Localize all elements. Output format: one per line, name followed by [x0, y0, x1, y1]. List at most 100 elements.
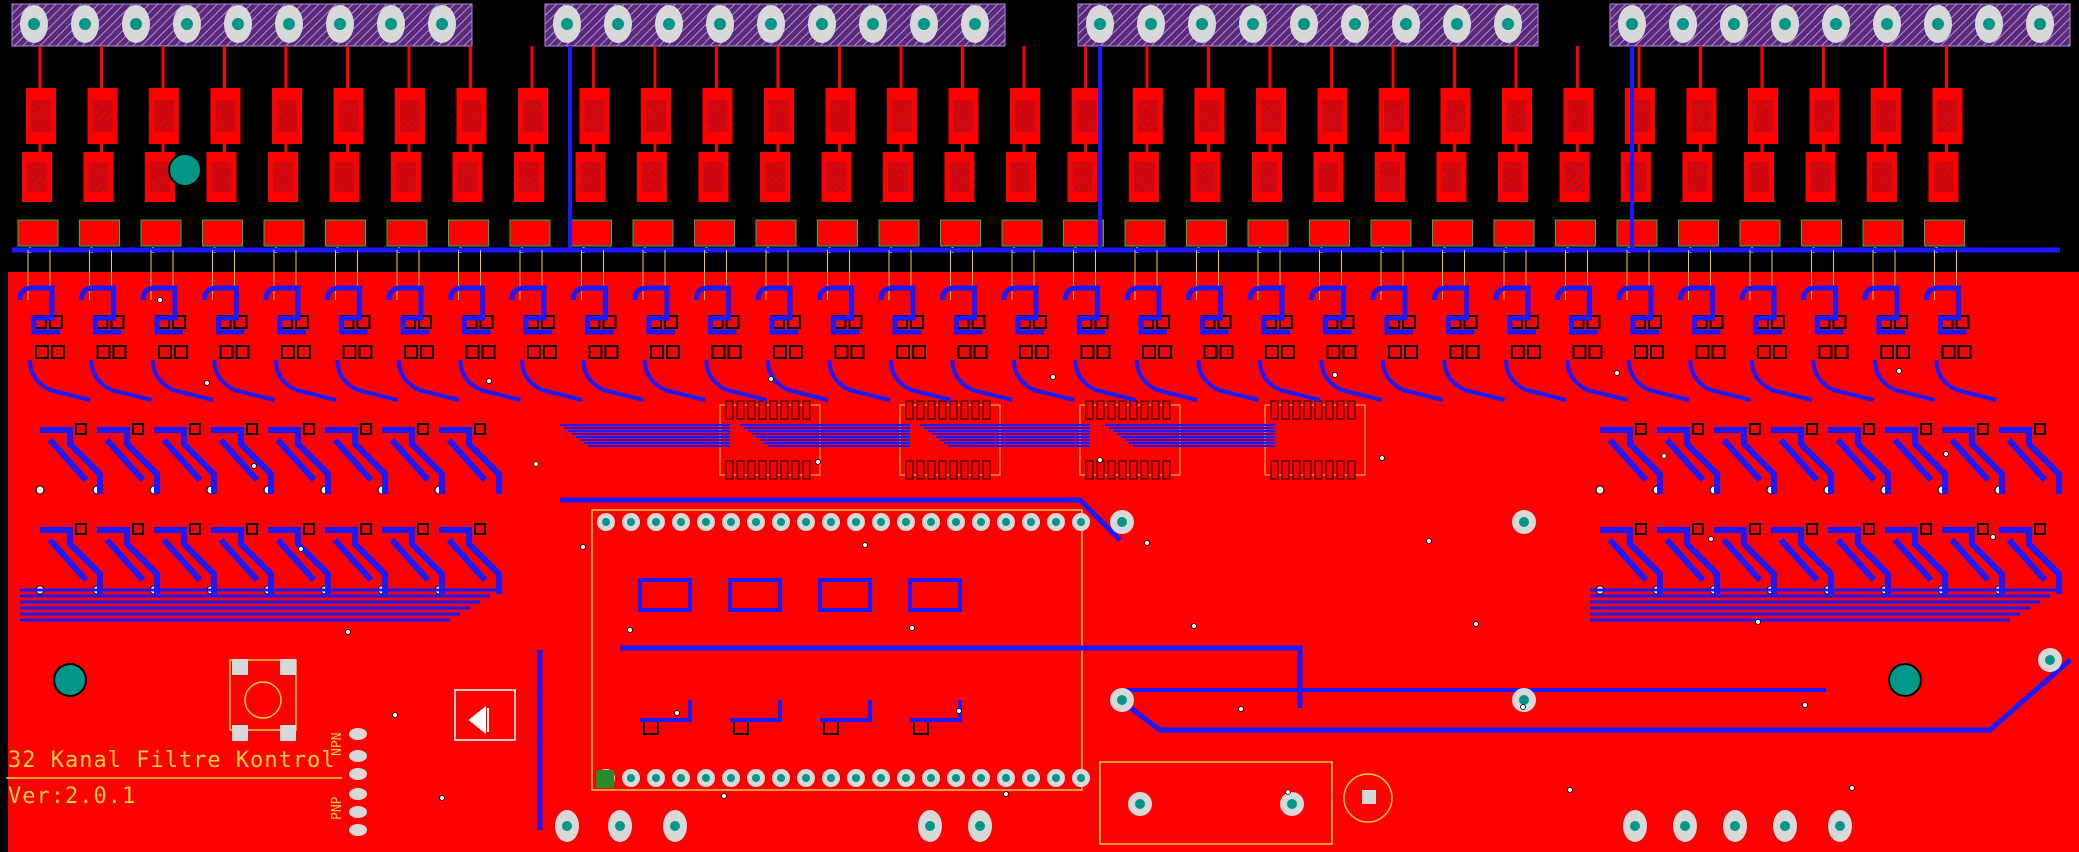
trace-bottom — [389, 537, 431, 583]
ic-pin — [938, 460, 947, 480]
smd-resistor-body — [646, 100, 666, 132]
ic-pin — [1292, 460, 1301, 480]
mcu-drill — [702, 518, 710, 526]
smd-resistor-body — [1441, 162, 1462, 192]
trace-bottom — [97, 527, 160, 594]
smd-resistor-body — [1503, 162, 1523, 192]
smd-pad-group — [1186, 219, 1227, 247]
mcu-drill — [652, 774, 660, 782]
small-via — [1238, 706, 1244, 712]
trace-bottom — [1828, 527, 1891, 594]
trace-bottom — [218, 437, 260, 483]
tht-drill — [1117, 517, 1127, 527]
sot-pad — [295, 315, 309, 329]
sot-pad — [1527, 345, 1541, 359]
connector-drill — [1983, 18, 1995, 30]
trace-bottom — [640, 700, 692, 722]
trace-bottom — [1493, 285, 1536, 335]
sot-pad — [246, 423, 258, 435]
trace-bottom — [1073, 359, 1136, 402]
via — [1595, 485, 1605, 495]
smd-pad-group — [202, 219, 243, 247]
trace-bottom — [89, 359, 152, 402]
trace-bottom — [1739, 285, 1782, 335]
sot-pad — [1326, 345, 1341, 359]
trace-bottom — [263, 285, 306, 335]
ic-pin — [905, 400, 914, 420]
trace-bottom — [1118, 658, 2072, 733]
sot-pad — [2034, 523, 2046, 535]
smd-resistor-body — [769, 100, 789, 132]
ic-pin — [1129, 460, 1138, 480]
mcu-drill — [677, 774, 685, 782]
smd-resistor-body — [1749, 162, 1769, 192]
ic-pin — [769, 460, 778, 480]
sot-pad — [1465, 345, 1480, 359]
sot-pad — [1692, 523, 1704, 535]
trace-bottom — [1370, 285, 1413, 335]
smd-pad-group — [386, 219, 428, 247]
sot-pad — [1757, 345, 1771, 359]
mcu-drill — [977, 518, 985, 526]
connector-drill — [1932, 18, 1944, 30]
ic-pin — [1314, 400, 1323, 420]
connector-drill — [334, 18, 346, 30]
trace-bottom — [104, 537, 146, 583]
smd-resistor-body — [273, 162, 293, 192]
mcu-drill — [1077, 774, 1085, 782]
ic-pin — [1085, 460, 1094, 480]
mcu-drill — [752, 774, 760, 782]
mcu-drill — [877, 518, 885, 526]
sot-pad — [342, 345, 357, 359]
trace-bottom — [211, 527, 274, 594]
smd-resistor-body — [150, 162, 170, 192]
sot-pad — [1695, 345, 1710, 359]
smd-resistor-body — [338, 100, 359, 132]
ic-pin — [1314, 460, 1323, 480]
sot-pad — [848, 315, 863, 329]
sot-pad — [1711, 345, 1726, 359]
trace-bottom — [581, 359, 644, 402]
trace-bottom — [1432, 285, 1475, 335]
ic-pin — [1162, 460, 1171, 480]
trace-bottom — [1885, 427, 1948, 494]
smd-pad-group — [1124, 219, 1166, 247]
sot-pad — [664, 315, 678, 329]
diode-outline — [454, 689, 516, 741]
sot-pad — [1586, 315, 1601, 329]
small-via — [345, 629, 351, 635]
led-outline — [1343, 773, 1393, 823]
sot-pad — [1463, 315, 1478, 329]
tht-drill — [2045, 655, 2055, 665]
small-via — [1097, 457, 1103, 463]
sot-pad — [896, 345, 910, 359]
ic-pin — [791, 400, 800, 420]
smd-resistor-body — [888, 162, 908, 192]
sot-pad — [1650, 345, 1664, 359]
trace-bottom — [817, 285, 860, 335]
sot-pad — [479, 315, 494, 329]
ic-pin — [1270, 400, 1279, 420]
smd-pad-group — [1801, 219, 1842, 247]
smd-resistor-body — [1076, 100, 1097, 132]
small-via — [1990, 534, 1996, 540]
connector-drill — [918, 18, 930, 30]
connector-drill — [1349, 18, 1361, 30]
connector-drill — [436, 18, 448, 30]
smd-resistor-body — [215, 100, 236, 132]
trace-bottom — [1999, 427, 2062, 494]
ic-pin — [1140, 400, 1149, 420]
smd-pad-group — [1678, 219, 1719, 247]
sot-pad — [650, 345, 664, 359]
small-via — [815, 459, 821, 465]
sot-pad — [602, 315, 617, 329]
sot-pad — [1094, 315, 1109, 329]
sot-pad — [417, 523, 429, 535]
sot-pad — [973, 345, 988, 359]
connector-drill — [969, 18, 981, 30]
connector-drill — [1779, 18, 1791, 30]
transistor-pad — [349, 806, 367, 818]
push-button-circle — [244, 681, 282, 719]
smd-resistor-body — [154, 100, 174, 132]
sot-pad — [1033, 315, 1047, 329]
